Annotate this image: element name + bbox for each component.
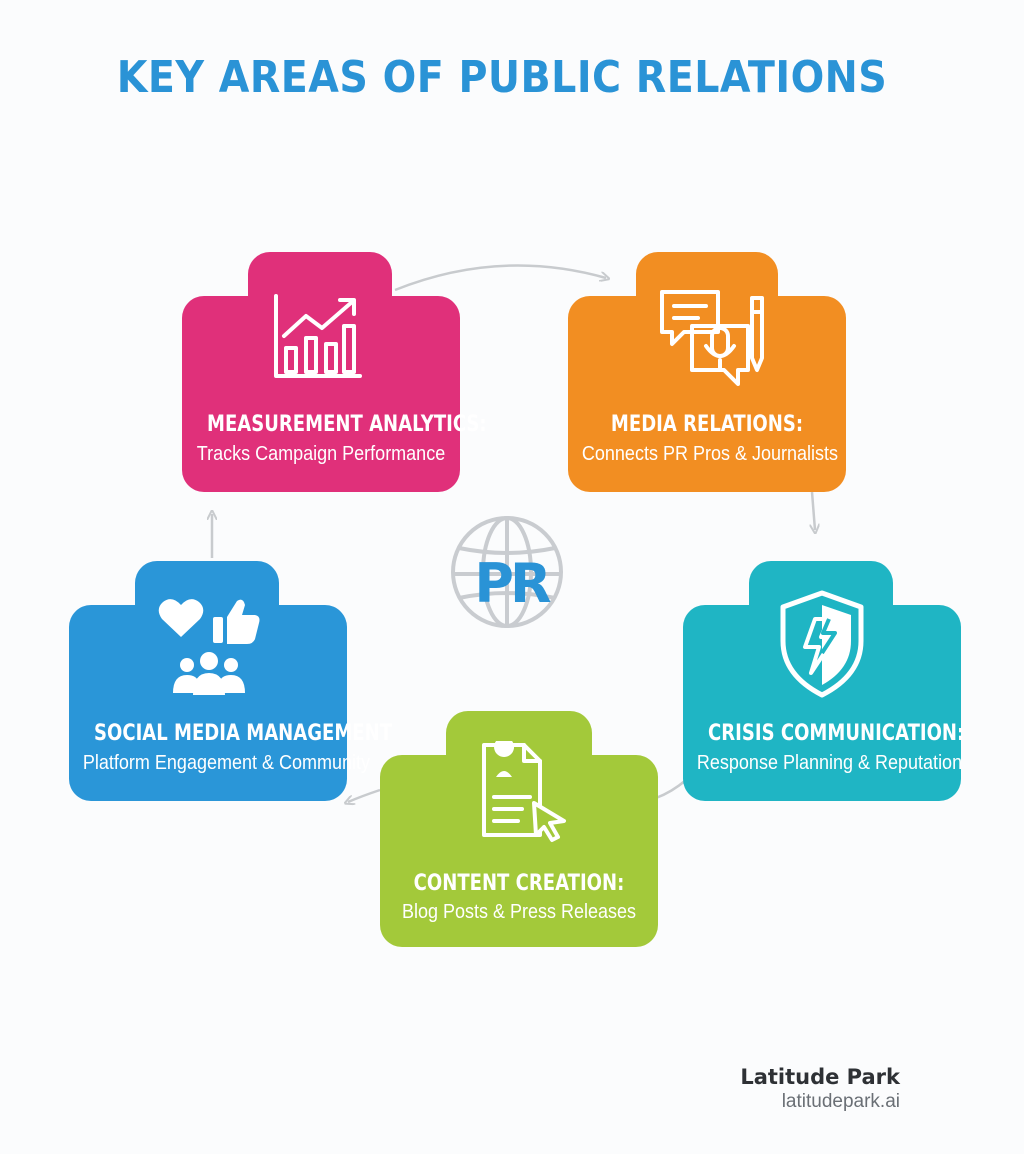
card-content-creation: CONTENT CREATION: Blog Posts & Press Rel… (380, 711, 658, 947)
card-measurement-analytics: MEASUREMENT ANALYTICS: Tracks Campaign P… (182, 252, 487, 492)
card-description: Response Planning & Reputation (696, 752, 963, 774)
chat-microphone-pen-icon (660, 290, 764, 386)
card-social-media-management: SOCIAL MEDIA MANAGEMENT Platform Engagem… (69, 561, 393, 801)
arrow-media-to-crisis (812, 491, 815, 530)
card-heading: SOCIAL MEDIA MANAGEMENT (94, 721, 393, 746)
arrow-crisis-to-content (655, 779, 687, 800)
card-heading: CRISIS COMMUNICATION: (708, 721, 965, 746)
card-heading: CONTENT CREATION: (413, 871, 625, 896)
pr-logo-text: PR (474, 552, 551, 615)
heart-thumbs-up-people-icon (158, 599, 260, 695)
card-body (568, 296, 846, 492)
arrow-measurement-to-media (394, 264, 606, 292)
people-icon (173, 652, 245, 695)
card-description: Tracks Campaign Performance (196, 443, 446, 465)
shield-lightning-icon (780, 590, 864, 698)
brand-name: Latitude Park (740, 1065, 900, 1089)
card-media-relations: MEDIA RELATIONS: Connects PR Pros & Jour… (568, 252, 846, 492)
card-description: Platform Engagement & Community (82, 752, 371, 774)
pr-globe-logo: PR (447, 512, 579, 632)
brand-url[interactable]: latitudepark.ai (781, 1091, 900, 1112)
arrow-content-to-social (348, 788, 381, 802)
card-heading: MEDIA RELATIONS: (610, 412, 804, 437)
card-description: Connects PR Pros & Journalists (581, 443, 839, 465)
heart-icon (158, 599, 204, 637)
card-body (69, 605, 347, 801)
card-description: Blog Posts & Press Releases (401, 901, 637, 923)
card-crisis-communication: CRISIS COMMUNICATION: Response Planning … (683, 561, 965, 801)
card-body (380, 755, 658, 947)
growth-chart-icon (274, 294, 362, 378)
document-cursor-icon (482, 741, 566, 842)
page-title: KEY AREAS OF PUBLIC RELATIONS (116, 52, 888, 103)
card-heading: MEASUREMENT ANALYTICS: (207, 412, 487, 437)
globe-icon: PR (451, 516, 563, 628)
thumbs-up-icon (213, 599, 260, 644)
